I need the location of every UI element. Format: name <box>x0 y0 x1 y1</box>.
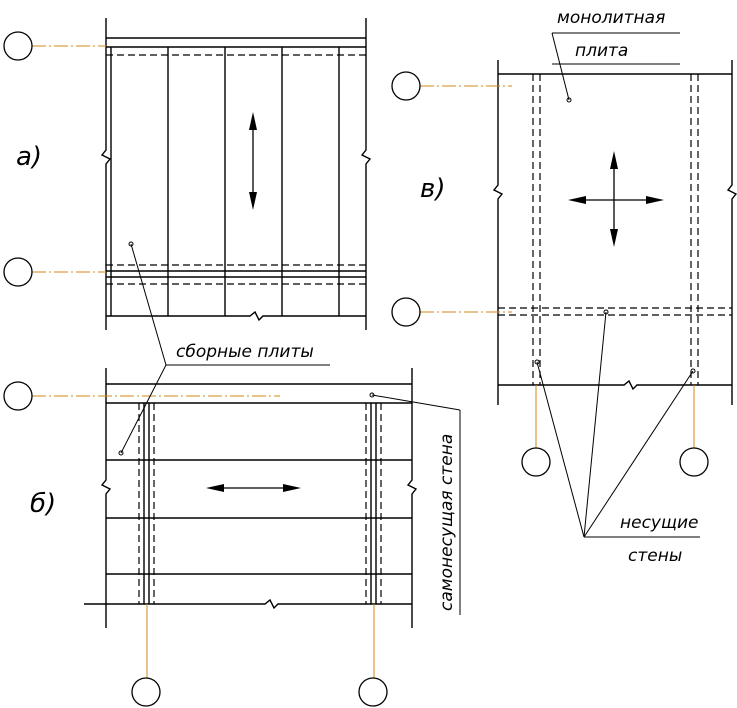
bearing-label-line2: стены <box>628 546 682 566</box>
axis-bubble <box>3 257 33 287</box>
panel-a-scheme: а) <box>3 18 372 330</box>
axis-bubble <box>391 71 421 101</box>
axis-bubble <box>131 677 161 707</box>
axis-bubble <box>391 297 421 327</box>
self-bearing-wall-callout: самонесущая стена <box>371 394 461 615</box>
axis-bubble <box>521 447 551 477</box>
panel-b-scheme: б) <box>3 368 418 707</box>
panel-c-scheme: в) <box>391 60 737 477</box>
axis-bubble <box>3 31 33 61</box>
precast-slabs-label: сборные плиты <box>176 342 314 362</box>
bearing-walls-callout: несущие стены <box>536 311 700 566</box>
axis-bubble <box>679 447 709 477</box>
span-direction-arrow <box>206 484 301 492</box>
monolithic-slab-callout: монолитная плита <box>551 8 680 101</box>
panel-a-letter: а) <box>16 142 42 172</box>
bearing-label-line1: несущие <box>620 513 699 533</box>
monolithic-label-line2: плита <box>575 41 628 61</box>
span-direction-arrow <box>249 112 257 210</box>
panel-b-letter: б) <box>30 489 56 519</box>
monolithic-label-line1: монолитная <box>557 8 665 28</box>
self-bearing-wall-label: самонесущая стена <box>437 434 457 611</box>
axis-bubble <box>3 381 33 411</box>
two-way-span-arrow <box>568 151 664 247</box>
panel-c-letter: в) <box>420 174 445 204</box>
axis-bubble <box>358 677 388 707</box>
precast-slabs-callout: сборные плиты <box>120 243 330 454</box>
